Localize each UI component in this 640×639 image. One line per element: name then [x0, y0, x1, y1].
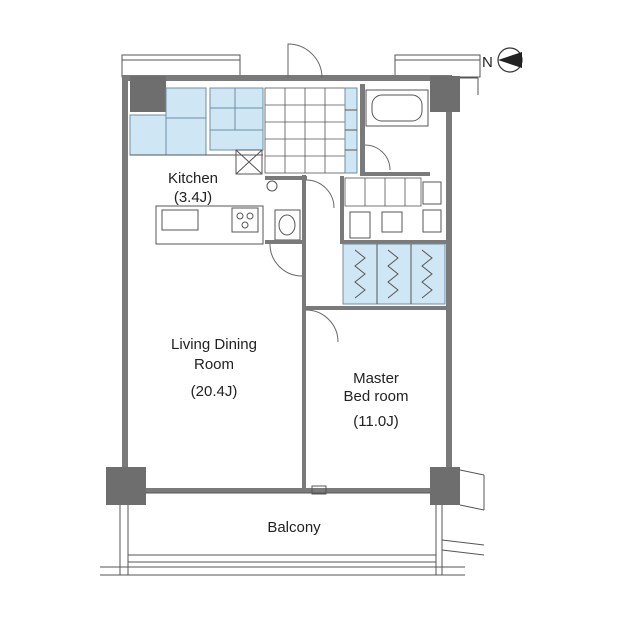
- entrance-grid: [264, 87, 358, 174]
- bathtub: [365, 89, 429, 127]
- balcony-name: Balcony: [267, 519, 321, 536]
- kitchen-storage: [235, 149, 263, 175]
- label-master: Master Bed room (11.0J): [343, 370, 408, 430]
- column-top-right: [430, 76, 460, 112]
- kitchen-island: [155, 205, 264, 245]
- living-size: (20.4J): [191, 383, 238, 400]
- interior-doors: [269, 179, 339, 343]
- entrance-door: [287, 43, 323, 79]
- column-bottom-right: [430, 467, 460, 505]
- living-name-line2: Room: [194, 356, 234, 373]
- top-ledge-left: [121, 54, 241, 78]
- master-size: (11.0J): [353, 413, 399, 430]
- toilet: [266, 180, 301, 241]
- balcony-area: [100, 485, 485, 576]
- compass: N: [482, 47, 523, 73]
- bedroom-closet: [342, 243, 446, 305]
- kitchen-name: Kitchen: [168, 170, 218, 187]
- label-kitchen: Kitchen (3.4J): [168, 170, 218, 206]
- kitchen-cabinetry: [129, 87, 264, 156]
- interior-walls: [265, 175, 446, 490]
- top-ledge-right: [394, 54, 481, 78]
- column-bottom-left: [106, 467, 146, 505]
- master-name-line1: Master: [353, 370, 399, 387]
- column-top-left: [130, 76, 166, 112]
- bathroom-walls: [360, 84, 430, 176]
- label-balcony: Balcony: [267, 519, 321, 536]
- kitchen-size: (3.4J): [174, 189, 212, 206]
- living-name-line1: Living Dining: [171, 336, 257, 353]
- washroom: [344, 177, 442, 239]
- label-living: Living Dining Room (20.4J): [171, 336, 257, 400]
- compass-north-label: N: [482, 54, 493, 71]
- right-exterior-lines: [459, 77, 485, 511]
- master-name-line2: Bed room: [343, 388, 408, 405]
- outer-walls: [122, 75, 452, 495]
